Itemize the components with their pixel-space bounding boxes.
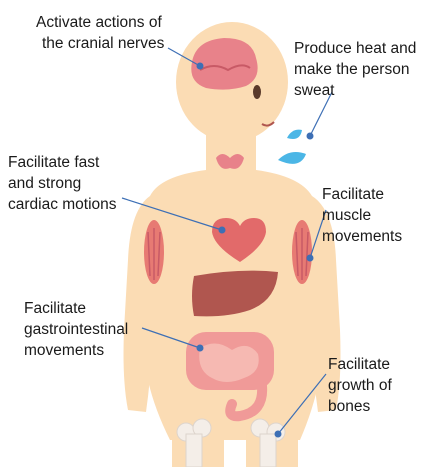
label-line: bones: [328, 396, 392, 417]
label-line: Produce heat and: [294, 38, 416, 59]
label-gastrointestinal: Facilitate gastrointestinal movements: [24, 298, 128, 361]
label-line: movements: [322, 226, 402, 247]
label-bones: Facilitate growth of bones: [328, 354, 392, 417]
sweat-drops: [278, 130, 306, 164]
label-line: sweat: [294, 80, 416, 101]
label-cranial-nerves: Activate actions of the cranial nerves: [36, 12, 164, 54]
label-line: Activate actions of: [36, 12, 164, 33]
label-line: Facilitate: [328, 354, 392, 375]
label-line: Facilitate: [322, 184, 402, 205]
label-heat-sweat: Produce heat and make the person sweat: [294, 38, 416, 101]
label-line: the cranial nerves: [36, 33, 164, 54]
label-line: cardiac motions: [8, 194, 117, 215]
label-line: growth of: [328, 375, 392, 396]
label-line: movements: [24, 340, 128, 361]
label-line: make the person: [294, 59, 416, 80]
label-line: Facilitate fast: [8, 152, 117, 173]
eye: [253, 85, 261, 99]
label-muscle: Facilitate muscle movements: [322, 184, 402, 247]
label-line: gastrointestinal: [24, 319, 128, 340]
label-line: Facilitate: [24, 298, 128, 319]
label-line: and strong: [8, 173, 117, 194]
label-line: muscle: [322, 205, 402, 226]
label-cardiac: Facilitate fast and strong cardiac motio…: [8, 152, 117, 215]
